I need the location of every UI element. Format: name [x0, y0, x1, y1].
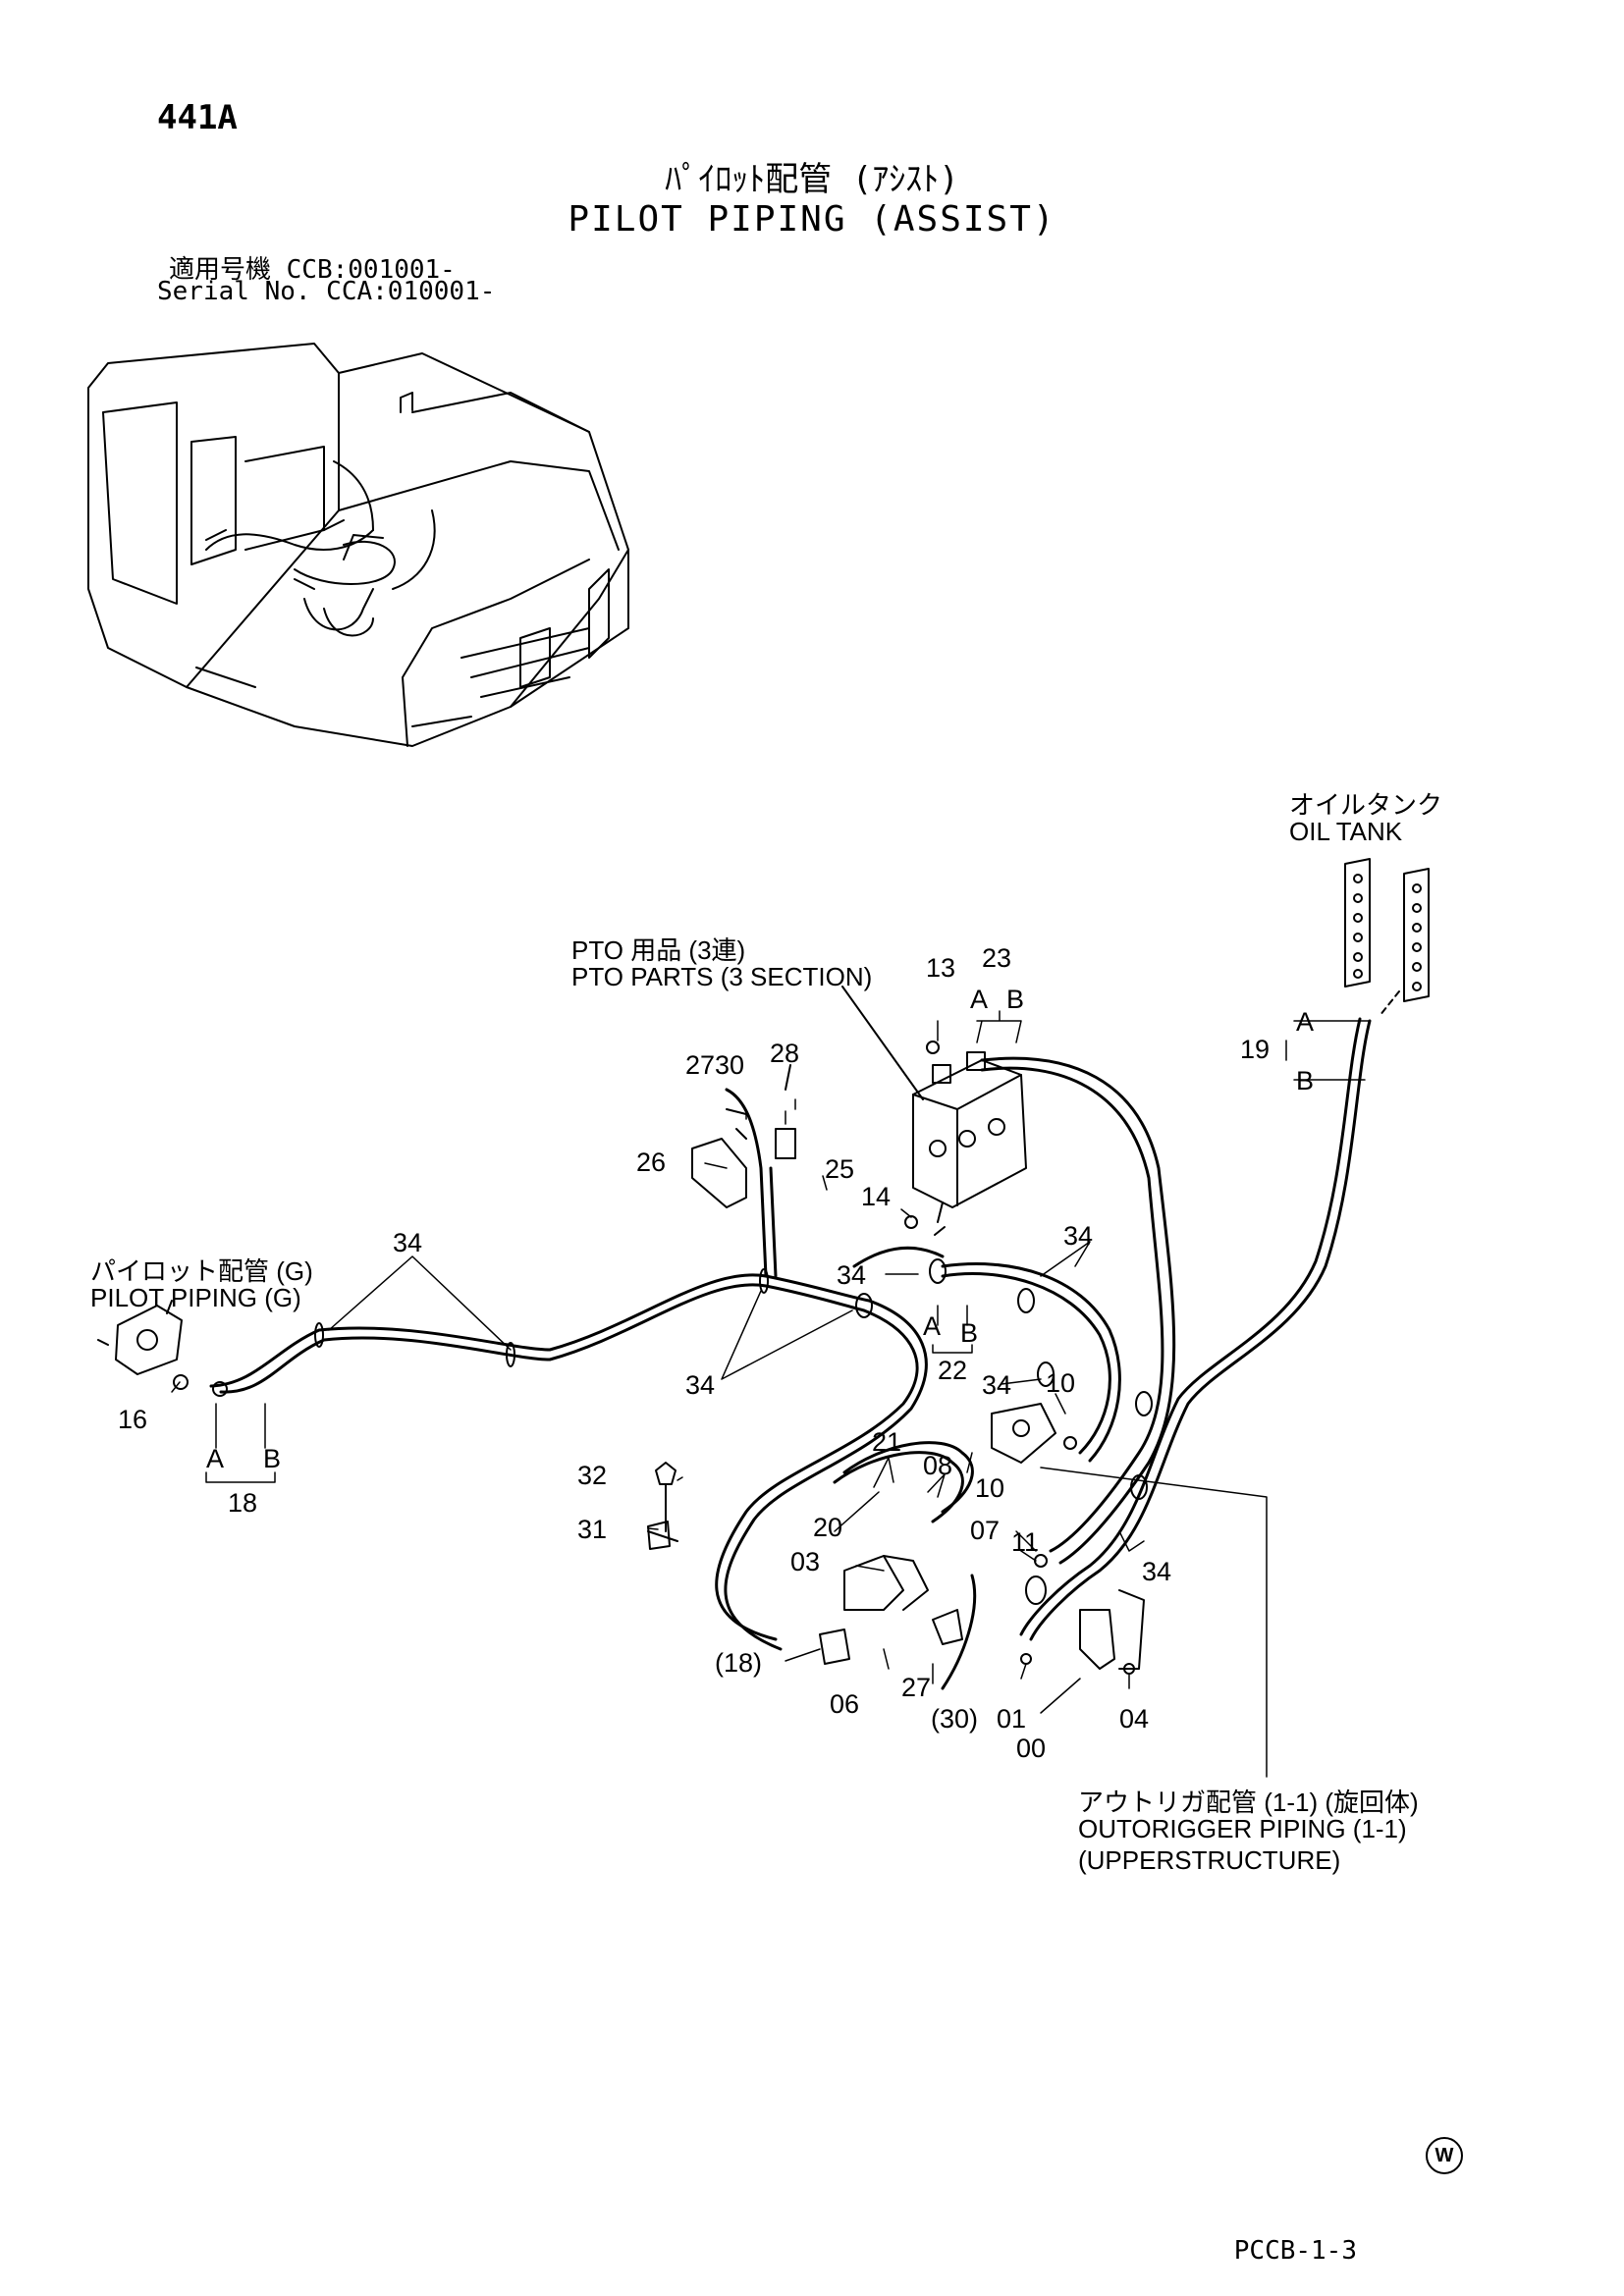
title-english: PILOT PIPING (ASSIST)	[568, 199, 1056, 240]
pilot-valve-g	[97, 1300, 183, 1375]
part-18: 18	[228, 1488, 257, 1518]
part-14: 14	[861, 1182, 891, 1211]
pilot-piping-g-label-en: PILOT PIPING (G)	[90, 1283, 301, 1312]
part-19: 19	[1240, 1035, 1270, 1064]
part-22: 22	[938, 1356, 967, 1385]
part-34-bottom: 34	[1142, 1557, 1171, 1586]
part-32: 32	[577, 1461, 607, 1490]
part-18-b: B	[263, 1444, 281, 1473]
part-23-b: B	[1006, 985, 1024, 1014]
part-10-bottom: 10	[975, 1473, 1004, 1503]
leader-lines	[171, 1010, 1371, 1778]
part-10-top: 10	[1046, 1368, 1075, 1398]
outrigger-label-en: OUTORIGGER PIPING (1-1)	[1078, 1814, 1407, 1843]
pilot-piping-g-label-jp: パイロット配管 (G)	[90, 1256, 313, 1286]
part-16: 16	[118, 1405, 147, 1434]
part-03: 03	[790, 1547, 820, 1576]
pto-parts-label-jp: PTO 用品 (3連)	[571, 935, 746, 965]
hoses	[209, 1017, 1372, 1690]
part-34-left: 34	[393, 1228, 422, 1257]
part-18-a: A	[206, 1444, 224, 1473]
serial-english: Serial No. CCA:010001-	[157, 277, 496, 306]
part-06: 06	[830, 1689, 859, 1719]
part-22-a: A	[923, 1311, 941, 1341]
part-07: 07	[970, 1516, 1000, 1545]
part-04: 04	[1119, 1704, 1149, 1734]
part-34-center: 34	[982, 1370, 1011, 1400]
part-34-mid: 34	[837, 1260, 866, 1290]
part-23-a: A	[970, 985, 988, 1014]
serial-japanese: 適用号機 CCB:001001-	[169, 255, 456, 285]
part-30-ref: (30)	[931, 1704, 978, 1734]
part-13: 13	[926, 953, 955, 983]
part-18-ref: (18)	[715, 1648, 762, 1678]
title-japanese: ﾊﾟｲﾛｯﾄ配管 (ｱｼｽﾄ)	[665, 160, 959, 199]
outrigger-label-en2: (UPPERSTRUCTURE)	[1078, 1845, 1341, 1875]
part-27-30: 2730	[685, 1050, 744, 1080]
part-34-right: 34	[1063, 1221, 1093, 1251]
outrigger-label-jp: アウトリガ配管 (1-1) (旋回体)	[1078, 1788, 1419, 1817]
brackets	[173, 1041, 1145, 1675]
part-26: 26	[636, 1148, 666, 1177]
part-01: 01	[997, 1704, 1026, 1734]
excavator-upperstructure	[87, 343, 629, 747]
oil-tank-label-en: OIL TANK	[1289, 817, 1403, 846]
part-11: 11	[1011, 1527, 1039, 1557]
registered-mark: W	[1426, 2137, 1463, 2174]
part-20: 20	[813, 1513, 842, 1542]
oil-tank-label-jp: オイルタンク	[1289, 790, 1443, 820]
part-25: 25	[825, 1154, 854, 1184]
part-19-a: A	[1296, 1007, 1314, 1037]
page-code: 441A	[157, 98, 238, 137]
part-19-b: B	[1296, 1066, 1314, 1095]
part-22-b: B	[960, 1318, 978, 1348]
part-34-low: 34	[685, 1370, 715, 1400]
part-28: 28	[770, 1039, 799, 1068]
part-23: 23	[982, 943, 1011, 973]
part-31: 31	[577, 1515, 607, 1544]
part-00: 00	[1016, 1734, 1046, 1763]
part-27: 27	[901, 1673, 931, 1702]
part-number-labels: 13 23 A B 19 A B 2730 28 26 25 14 34 34 …	[118, 943, 1314, 1763]
part-21: 21	[872, 1427, 901, 1457]
hose-clamps	[314, 1258, 1153, 1605]
part-08: 08	[923, 1451, 952, 1480]
footer-code: PCCB-1-3	[1233, 2236, 1357, 2266]
oil-tank	[1344, 858, 1430, 1017]
pto-parts-label-en: PTO PARTS (3 SECTION)	[571, 962, 873, 991]
